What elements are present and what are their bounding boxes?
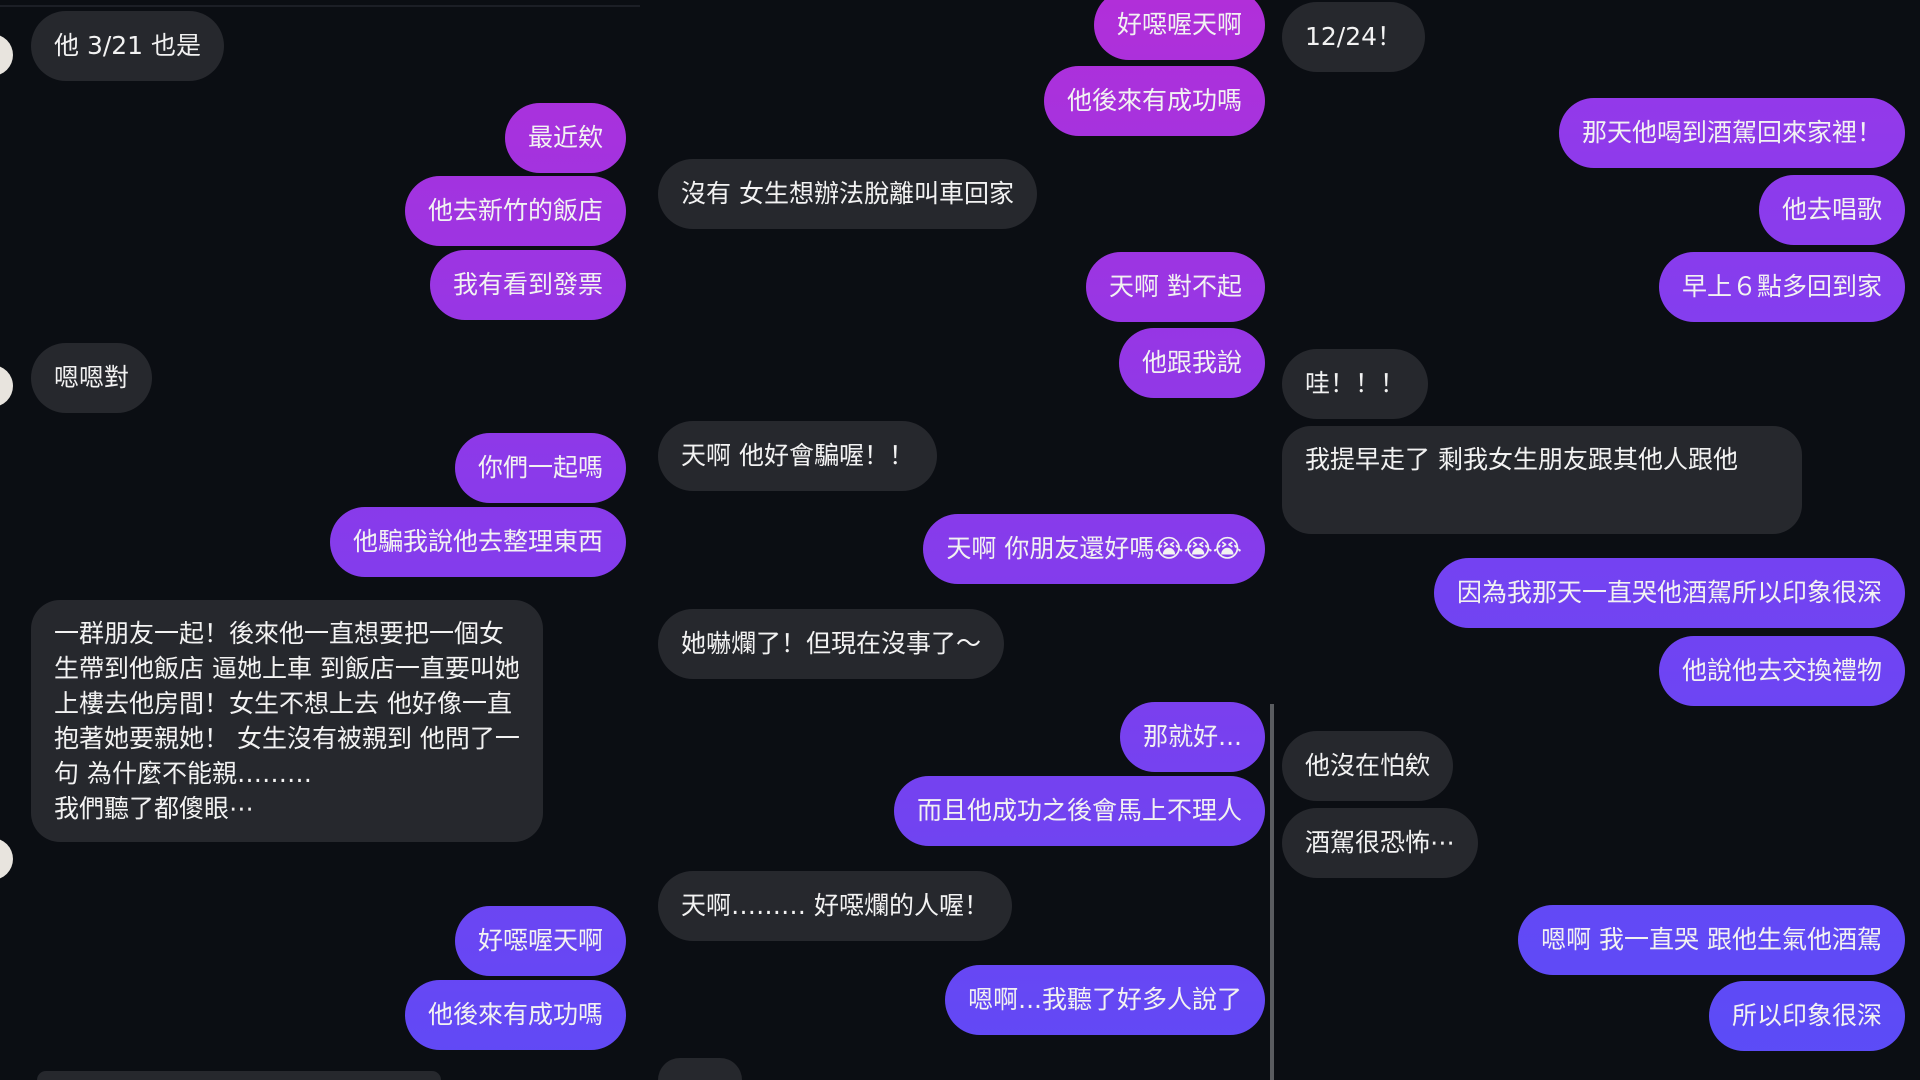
contact-avatar[interactable] [0,34,13,76]
received-message[interactable]: 天啊……… 好噁爛的人喔！ [658,871,1012,941]
received-message[interactable]: 嗯嗯對 [31,343,153,413]
received-message[interactable]: 她嚇爛了！但現在沒事了～ [658,609,1005,679]
sent-message[interactable]: 你們一起嗎 [454,433,626,503]
received-message-partial[interactable] [37,1071,441,1080]
message-text: 一群朋友一起！後來他一直想要把一個女生帶到他飯店 逼她上車 到飯店一直要叫她上樓… [54,619,520,788]
sent-message[interactable]: 那天他喝到酒駕回來家裡！ [1558,98,1905,168]
sent-message[interactable]: 最近欸 [504,103,626,173]
received-message[interactable]: 我提早走了 剩我女生朋友跟其他人跟他 [1282,426,1802,534]
sent-message[interactable]: 他去新竹的飯店 [404,176,626,246]
sent-message[interactable]: 他跟我說 [1118,328,1265,398]
received-message[interactable]: 12/24！ [1282,2,1426,72]
sent-message[interactable]: 他去唱歌 [1758,175,1905,245]
scrollbar[interactable] [1270,704,1274,1080]
received-message[interactable]: 天啊 他好會騙喔！！ [658,421,937,491]
sent-message[interactable]: 天啊 對不起 [1086,252,1265,322]
received-message[interactable]: 沒有 女生想辦法脫離叫車回家 [658,159,1037,229]
sent-message[interactable]: 因為我那天一直哭他酒駕所以印象很深 [1433,558,1905,628]
sent-message[interactable]: 那就好... [1120,702,1265,772]
contact-avatar[interactable] [0,838,13,880]
sent-message[interactable]: 好噁喔天啊 [454,906,626,976]
message-text: 我們聽了都傻眼⋯ [54,794,255,823]
sent-message[interactable]: 他騙我說他去整理東西 [329,507,626,577]
sent-message[interactable]: 我有看到發票 [429,250,626,320]
received-message-long[interactable]: 一群朋友一起！後來他一直想要把一個女生帶到他飯店 逼她上車 到飯店一直要叫她上樓… [31,600,543,842]
divider [0,5,640,7]
sent-message[interactable]: 他後來有成功嗎 [404,980,626,1050]
sent-message[interactable]: 嗯啊...我聽了好多人說了 [945,965,1265,1035]
received-message[interactable]: 哇！！！ [1282,349,1429,419]
sent-message[interactable]: 天啊 你朋友還好嗎😭😭😭 [923,514,1265,584]
sent-message[interactable]: 所以印象很深 [1708,981,1905,1051]
sent-message[interactable]: 他說他去交換禮物 [1658,636,1905,706]
sent-message[interactable]: 早上６點多回到家 [1658,252,1905,322]
sent-message[interactable]: 而且他成功之後會馬上不理人 [893,776,1265,846]
sent-message[interactable]: 他後來有成功嗎 [1043,66,1265,136]
sent-message[interactable]: 好噁喔天啊 [1093,0,1265,60]
received-message-partial[interactable] [658,1058,742,1080]
received-message[interactable]: 酒駕很恐怖⋯ [1282,808,1479,878]
received-message[interactable]: 他 3/21 也是 [31,11,225,81]
contact-avatar[interactable] [0,365,13,407]
received-message[interactable]: 他沒在怕欸 [1282,731,1454,801]
sent-message[interactable]: 嗯啊 我一直哭 跟他生氣他酒駕 [1518,905,1905,975]
